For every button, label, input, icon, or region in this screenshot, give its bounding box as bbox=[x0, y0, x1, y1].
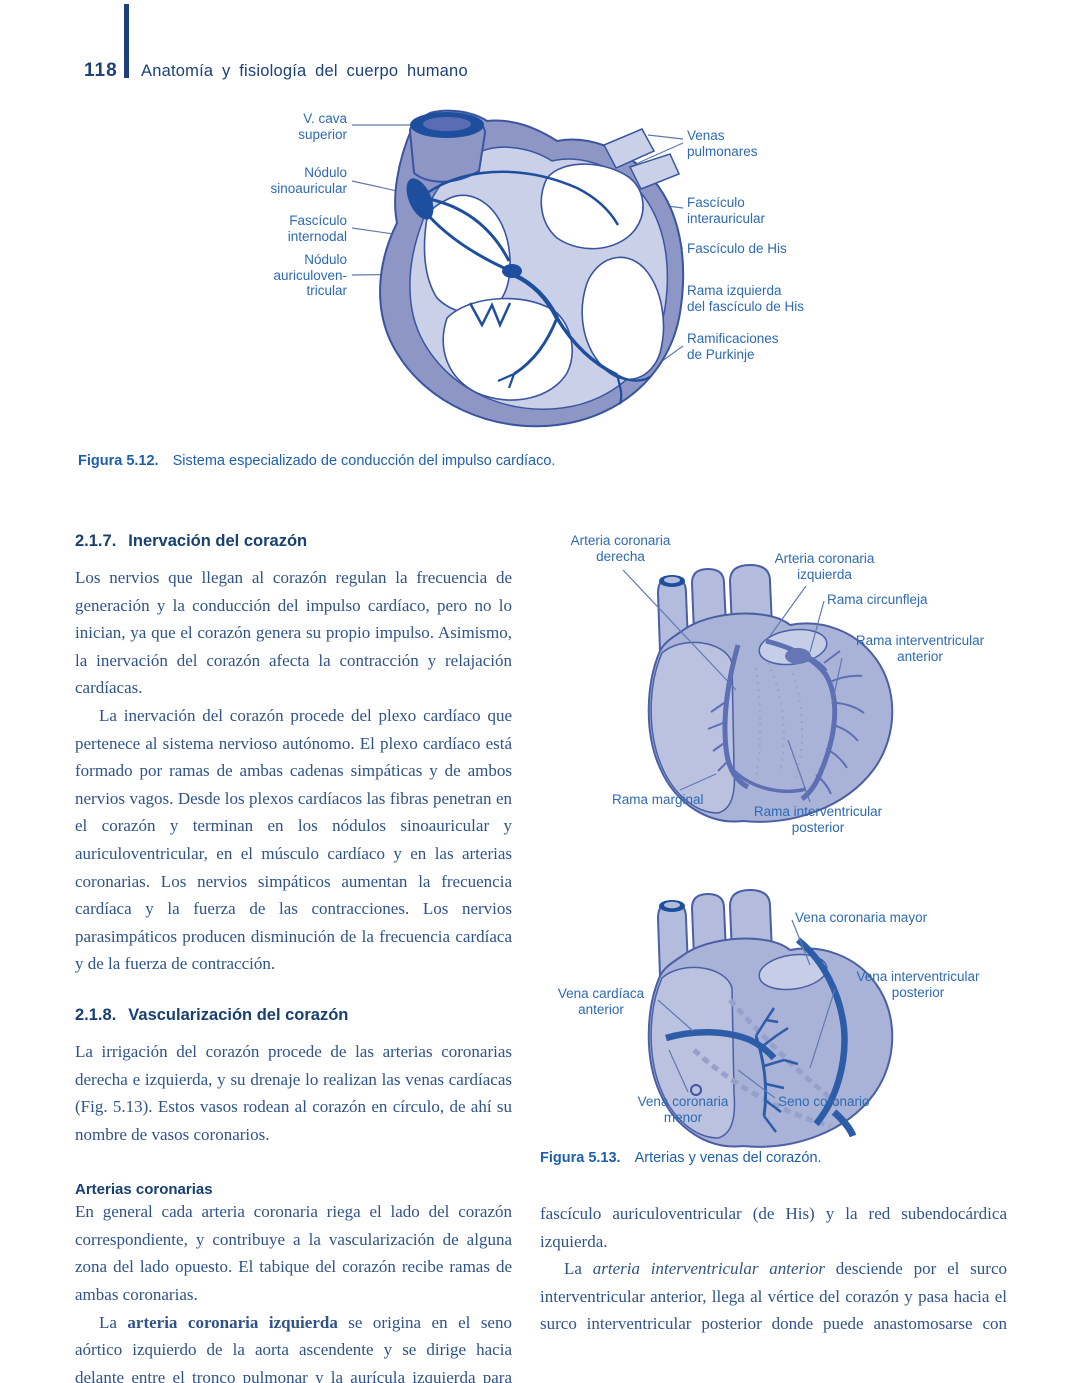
arterias-coronarias-subheading: Arterias coronarias bbox=[75, 1181, 213, 1199]
section-2-1-8-heading: 2.1.8. Vascularización del corazón bbox=[75, 1006, 512, 1025]
header-divider-bar bbox=[124, 4, 129, 78]
label-nodulo-auriculoventricular: Nódulo auriculoven- tricular bbox=[273, 252, 347, 298]
leader-lines bbox=[622, 569, 843, 1099]
sa-node bbox=[406, 178, 434, 220]
vessel-opening bbox=[690, 1084, 702, 1096]
label-nodulo-sinoauricular: Nódulo sinoauricular bbox=[270, 165, 347, 196]
label-arteria-coronaria-izquierda: Arteria coronaria izquierda bbox=[774, 551, 875, 582]
section-2-1-7-title: Inervación del corazón bbox=[128, 532, 308, 550]
coronary-vessels-heart-illustrations bbox=[622, 564, 894, 1148]
label-rama-interventricular-posterior: Rama interventricular posterior bbox=[753, 804, 883, 835]
figure-5-13: Arteria coronaria derecha Arteria corona… bbox=[538, 528, 1018, 1168]
paragraph: La irrigación del corazón procede de las… bbox=[75, 1041, 512, 1144]
left-text-column: 2.1.7. Inervación del corazón Los nervios… bbox=[75, 532, 512, 1383]
label-rama-interventricular-anterior: Rama interventricular anterior bbox=[855, 633, 985, 664]
label-seno-coronario: Seno coronario bbox=[778, 1094, 870, 1109]
figure-5-12-caption-label: Figura 5.12. bbox=[78, 453, 159, 469]
label-arteria-coronaria-derecha: Arteria coronaria derecha bbox=[570, 533, 671, 564]
running-header-title: Anatomía y fisiología del cuerpo humano bbox=[141, 62, 468, 80]
paragraph: La inervación del corazón procede del pl… bbox=[75, 705, 512, 974]
label-vena-cardiaca-anterior: Vena cardíaca anterior bbox=[557, 986, 645, 1017]
section-2-1-7-heading: 2.1.7. Inervación del corazón bbox=[75, 532, 512, 551]
circumflex-origin bbox=[785, 648, 811, 664]
label-fasciculo-interauricular: Fascículo interauricular bbox=[687, 195, 766, 226]
figure-5-13-caption-text: Arterias y venas del corazón. bbox=[634, 1150, 822, 1166]
paragraph: Los nervios que llegan al corazón regula… bbox=[75, 568, 512, 698]
bold-term-arteria-coronaria-izquierda: arteria coronaria izquierda bbox=[127, 1312, 338, 1332]
paragraph: fascículo auriculoventricular (de His) y… bbox=[540, 1204, 1007, 1251]
label-vena-interventricular-posterior: Vena interventricular posterior bbox=[856, 969, 980, 1000]
label-rama-marginal: Rama marginal bbox=[612, 792, 704, 807]
right-text-column: fascículo auriculoventricular (de His) y… bbox=[540, 1200, 1007, 1338]
paragraph-text: se origina en el seno aórtico izquierdo … bbox=[75, 1312, 512, 1383]
conduction-fibers bbox=[420, 170, 651, 405]
figure-5-12: V. cava superior Nódulo sinoauricular Fa… bbox=[0, 95, 1080, 445]
heart-cross-section bbox=[379, 109, 685, 428]
conduction-system-heart-illustration bbox=[351, 109, 685, 428]
label-rama-circunfleja: Rama circunfleja bbox=[827, 592, 928, 607]
arteries-heart bbox=[647, 564, 894, 823]
veins-heart bbox=[647, 889, 894, 1148]
page-number: 118 bbox=[84, 60, 118, 81]
label-ramificaciones-purkinje: Ramificaciones de Purkinje bbox=[687, 331, 779, 362]
section-2-1-8-number: 2.1.8. bbox=[75, 1005, 117, 1024]
av-node bbox=[502, 264, 522, 278]
italic-term-arteria-interventricular-anterior: arteria interventricular anterior bbox=[592, 1259, 825, 1279]
label-fasciculo-internodal: Fascículo internodal bbox=[287, 213, 347, 244]
paragraph: La arteria interventricular anterior des… bbox=[540, 1255, 1007, 1338]
paragraph-text: desciende por el surco interventricular … bbox=[540, 1259, 1007, 1334]
figure-5-13-caption: Figura 5.13. Arterias y venas del corazón… bbox=[540, 1150, 822, 1166]
label-venas-pulmonares: Venas pulmonares bbox=[687, 128, 758, 159]
figure-5-12-caption-text: Sistema especializado de conducción del … bbox=[172, 453, 556, 469]
cardiac-veins bbox=[665, 937, 857, 1138]
label-vena-coronaria-menor: Vena coronaria menor bbox=[637, 1094, 729, 1125]
label-vena-cava-superior: V. cava superior bbox=[298, 111, 347, 142]
figure-5-12-caption: Figura 5.12. Sistema especializado de con… bbox=[78, 453, 555, 469]
label-rama-izquierda-his: Rama izquierda del fascículo de His bbox=[687, 283, 805, 314]
label-fasciculo-de-his: Fascículo de His bbox=[687, 241, 787, 256]
paragraph: En general cada arteria coronaria riega … bbox=[75, 1202, 512, 1305]
paragraph-text: La bbox=[99, 1312, 128, 1332]
paragraph-text: La bbox=[564, 1259, 593, 1279]
figure-5-13-caption-label: Figura 5.13. bbox=[540, 1150, 621, 1166]
label-vena-coronaria-mayor: Vena coronaria mayor bbox=[795, 910, 928, 925]
section-2-1-8-title: Vascularización del corazón bbox=[128, 1005, 349, 1024]
section-2-1-7-number: 2.1.7. bbox=[75, 532, 117, 550]
paragraph: La arteria coronaria izquierda se origin… bbox=[75, 1309, 512, 1383]
